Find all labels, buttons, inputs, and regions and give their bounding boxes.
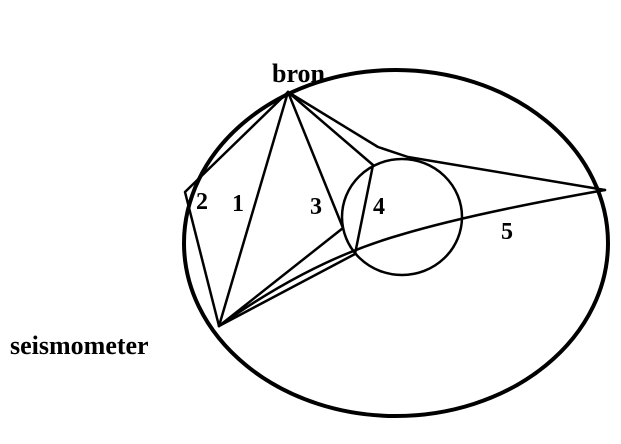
path-label-3: 3 [310, 194, 322, 220]
ray-path-1 [217, 90, 290, 328]
source-label: bron [272, 59, 326, 88]
earth-core [340, 157, 464, 277]
receiver-label: seismometer [10, 331, 149, 360]
ray-path-2 [183, 90, 290, 328]
path-label-5: 5 [501, 219, 513, 245]
path-label-2: 2 [196, 189, 208, 215]
ray-path-5-return [217, 188, 607, 328]
ray-path-4 [217, 90, 375, 328]
ray-path-5-incoming [286, 90, 607, 192]
earth-outline [182, 68, 610, 418]
path-label-1: 1 [232, 191, 244, 217]
path-label-4: 4 [373, 194, 385, 220]
ray-path-3 [217, 90, 345, 328]
